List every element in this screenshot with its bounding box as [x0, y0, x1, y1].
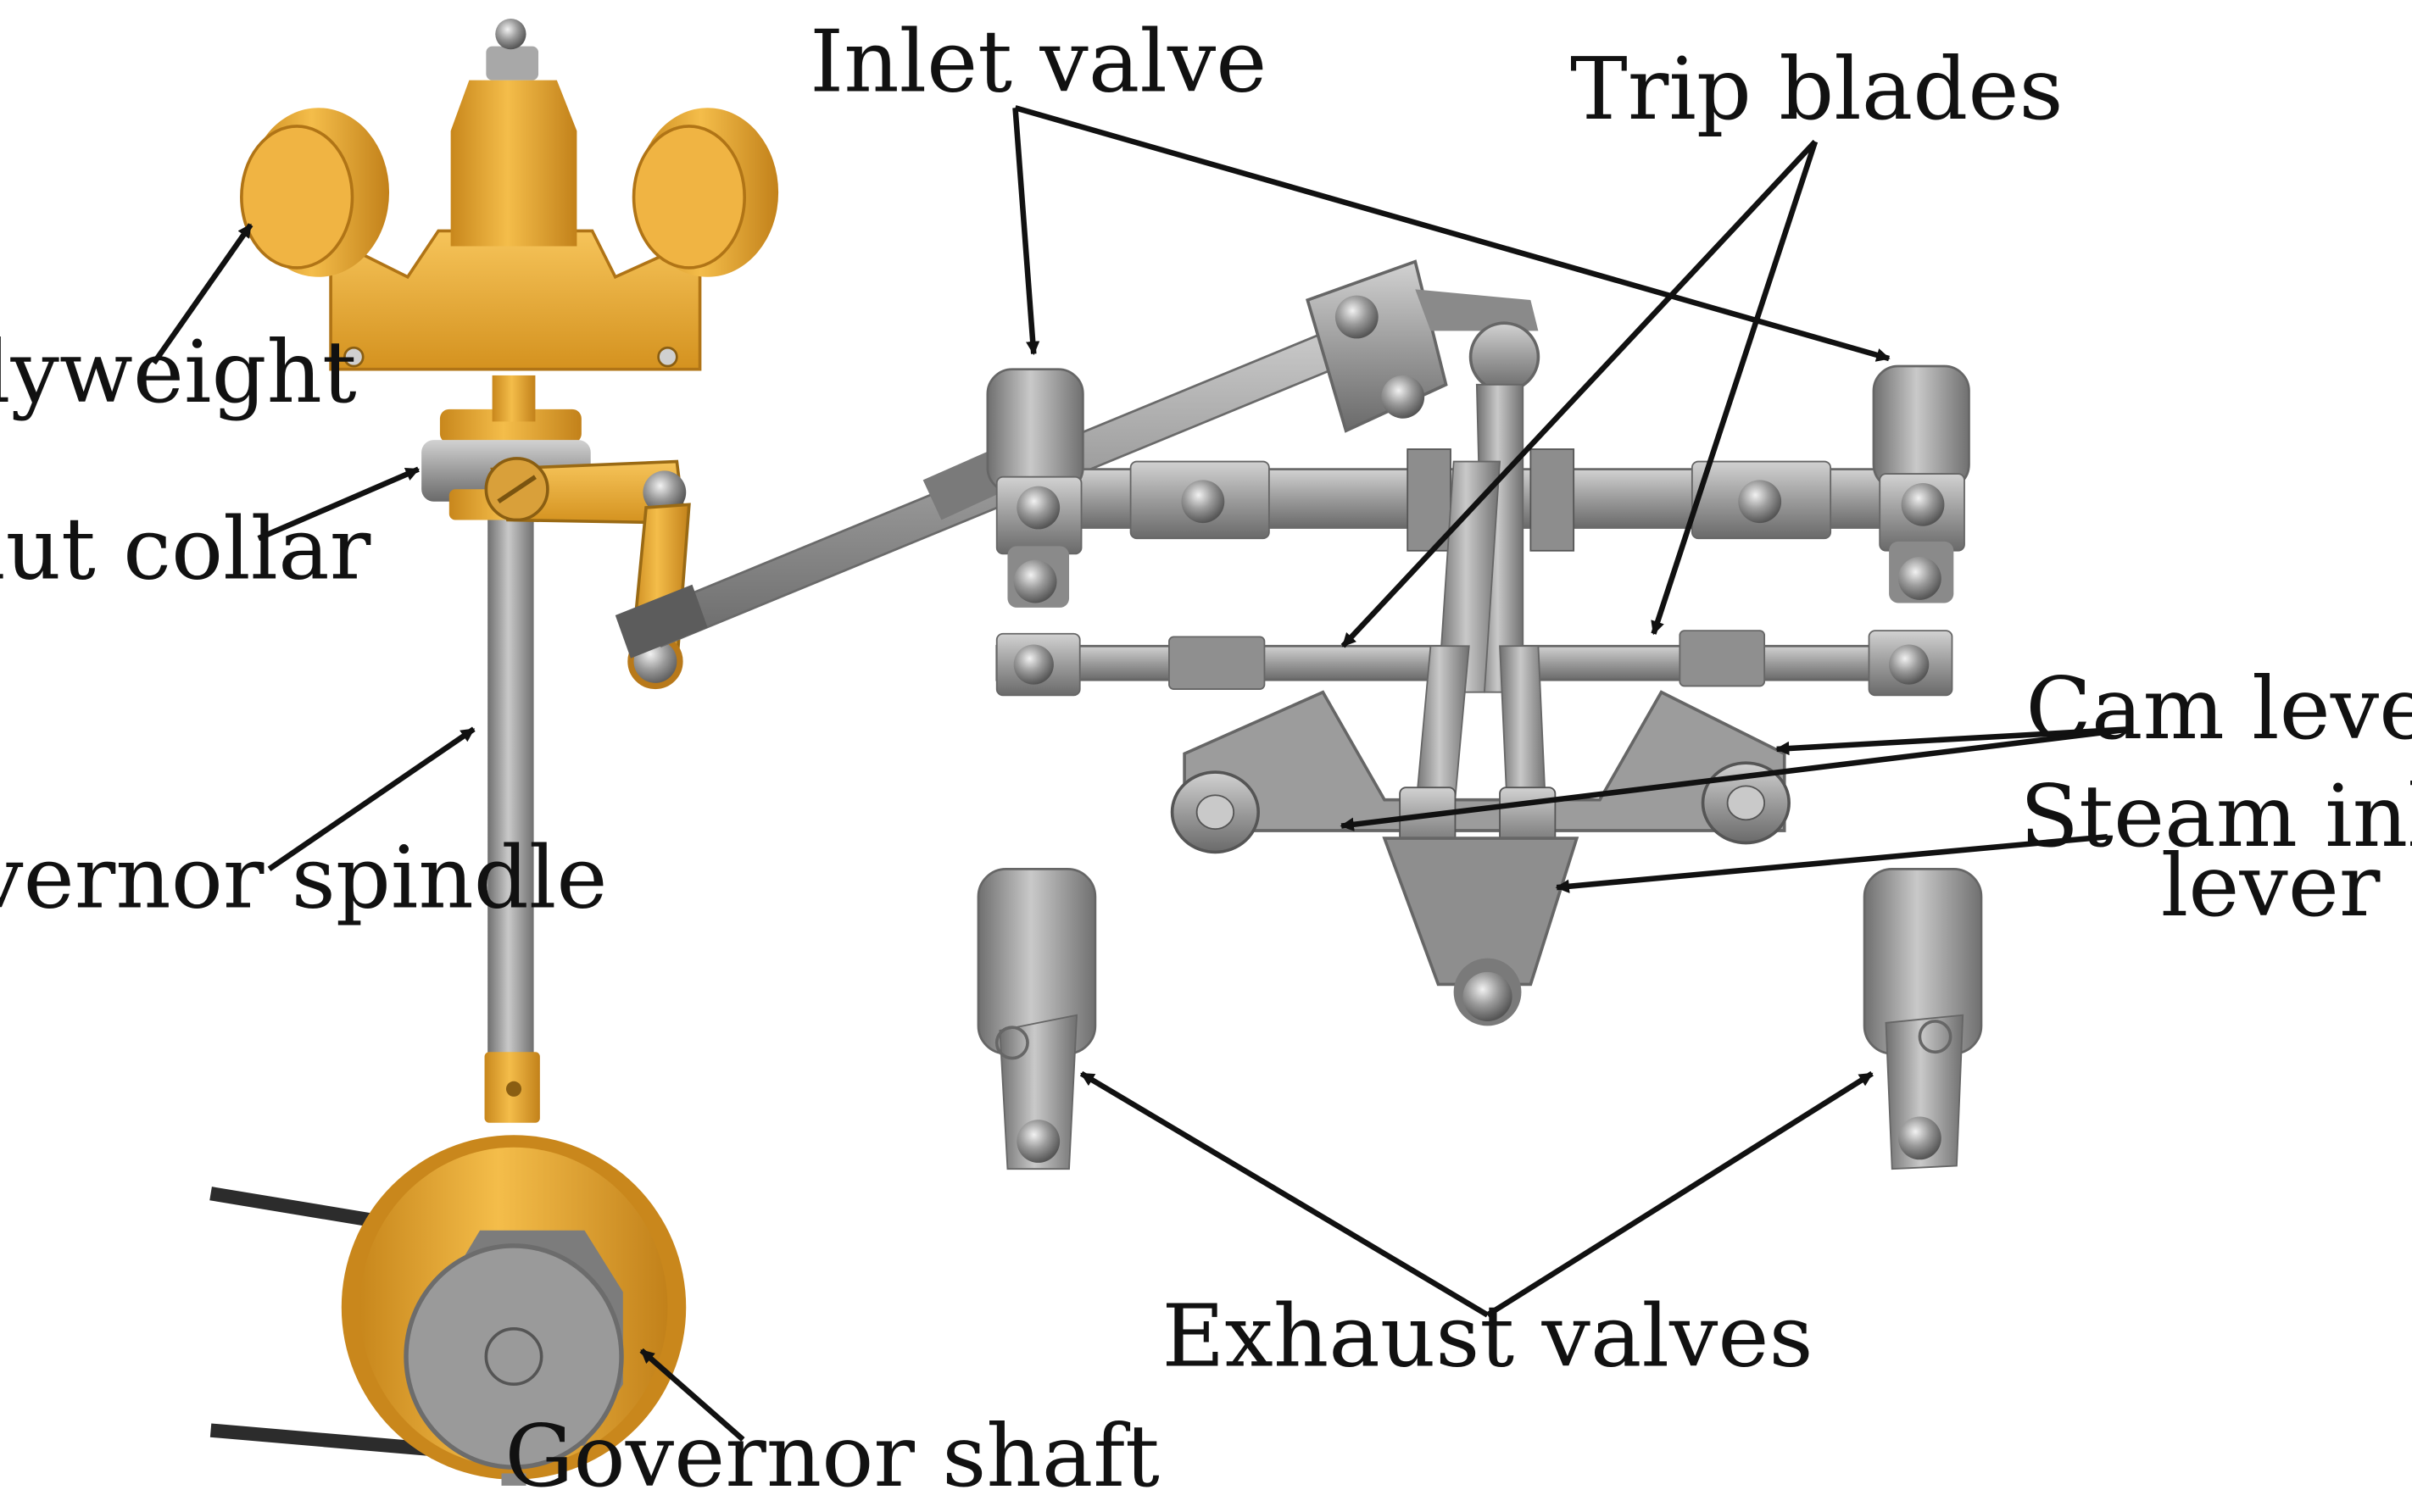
valve-gear-assembly — [977, 259, 1983, 1170]
arrow-flyweight — [151, 223, 253, 365]
arrow-steam-inlet-lever — [1555, 834, 2108, 893]
arrow-cam-lever-right — [1775, 725, 2131, 756]
governor-assembly — [209, 18, 779, 1486]
label-exhaust-valves: Exhaust valves — [1161, 1286, 1813, 1386]
exhaust-valve-left — [977, 867, 1097, 1170]
label-glut-collar: Glut collar — [0, 498, 371, 598]
arrow-inlet-valve-left — [1012, 107, 1040, 356]
arrow-trip-blade-left — [1340, 139, 1818, 648]
upper-cross-shaft — [999, 448, 1955, 552]
inlet-valve-right — [1872, 364, 1970, 603]
labels: Inlet valve Trip blades Flyweight Glut c… — [0, 11, 2412, 1506]
flyweight-body — [240, 18, 779, 422]
pull-rods — [1414, 383, 1547, 816]
arrow-inlet-valve-right — [1014, 105, 1891, 362]
governor-spindle-rod — [484, 515, 540, 1123]
trip-blade-bar — [995, 630, 1953, 697]
label-governor-spindle: Governor spindle — [0, 828, 607, 928]
arrow-governor-shaft — [639, 1348, 745, 1442]
cam-lever-plate — [1170, 690, 1791, 854]
label-inlet-valve: Inlet valve — [810, 11, 1267, 111]
arrow-trip-blade-right — [1651, 141, 1819, 636]
steam-inlet-lever-part — [1382, 837, 1579, 1026]
arrow-exhaust-valve-right — [1485, 1070, 1874, 1318]
callout-arrows — [151, 105, 2131, 1442]
arrow-exhaust-valve-left — [1079, 1070, 1490, 1318]
label-cam-levers: Cam levers — [2025, 659, 2412, 759]
arrow-glut-collar — [257, 466, 421, 542]
arrow-governor-spindle — [267, 726, 476, 872]
exhaust-valve-right — [1863, 867, 1983, 1170]
label-flyweight: Flyweight — [0, 322, 357, 422]
governor-pulley — [341, 1135, 687, 1486]
upper-lever-block — [1306, 259, 1540, 433]
label-trip-blades: Trip blades — [1570, 39, 2064, 139]
inlet-valve-left — [986, 368, 1084, 608]
arrow-cam-lever-left — [1340, 726, 2131, 831]
label-steam-inlet-line1: Steam inlet — [2020, 766, 2412, 866]
label-steam-inlet-line2: lever — [2161, 836, 2381, 936]
label-governor-shaft: Governor shaft — [504, 1406, 1160, 1506]
